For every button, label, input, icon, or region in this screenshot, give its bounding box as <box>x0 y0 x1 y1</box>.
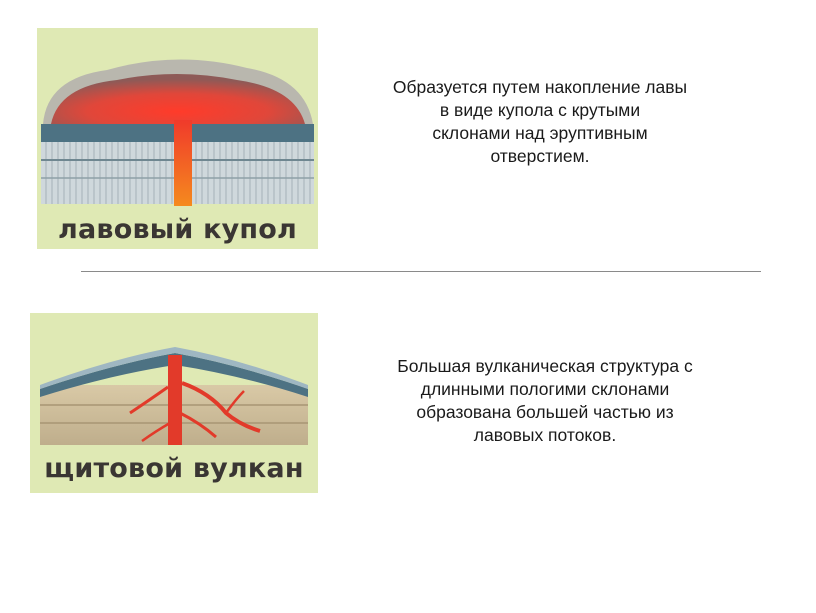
shield-slope <box>40 347 308 389</box>
description-line: образована большей частью из <box>416 402 674 422</box>
description-line: отверстием. <box>490 146 590 166</box>
description-line: в виде купола с крутыми <box>439 100 641 120</box>
shield-lava-vein <box>141 421 171 443</box>
dome-magma <box>51 74 305 124</box>
shield-volcano-caption: щитовой вулкан <box>44 453 304 484</box>
lava-dome-figure: лавовый купол <box>37 28 318 249</box>
description-line: склонами над эруптивным <box>432 123 648 143</box>
shield-lava-vein <box>129 385 169 415</box>
description-line: Образуется путем накопление лавы <box>392 77 688 97</box>
section-divider <box>81 271 761 272</box>
dome-conduit <box>174 120 192 206</box>
shield-conduit <box>168 355 182 445</box>
description-line: лавовых потоков. <box>473 425 617 445</box>
shield-volcano-description: Большая вулканическая структура с длинны… <box>350 355 740 447</box>
shield-lava-vein <box>179 411 217 439</box>
shield-lava-vein <box>224 390 245 414</box>
shield-volcano-illustration <box>40 347 308 445</box>
lava-dome-description: Образуется путем накопление лавы в виде … <box>350 76 730 168</box>
description-line: длинными пологими склонами <box>420 379 670 399</box>
lava-dome-caption: лавовый купол <box>58 214 297 245</box>
description-line: Большая вулканическая структура с <box>397 356 693 376</box>
shield-volcano-figure: щитовой вулкан <box>30 313 318 493</box>
lava-dome-illustration <box>41 59 314 206</box>
